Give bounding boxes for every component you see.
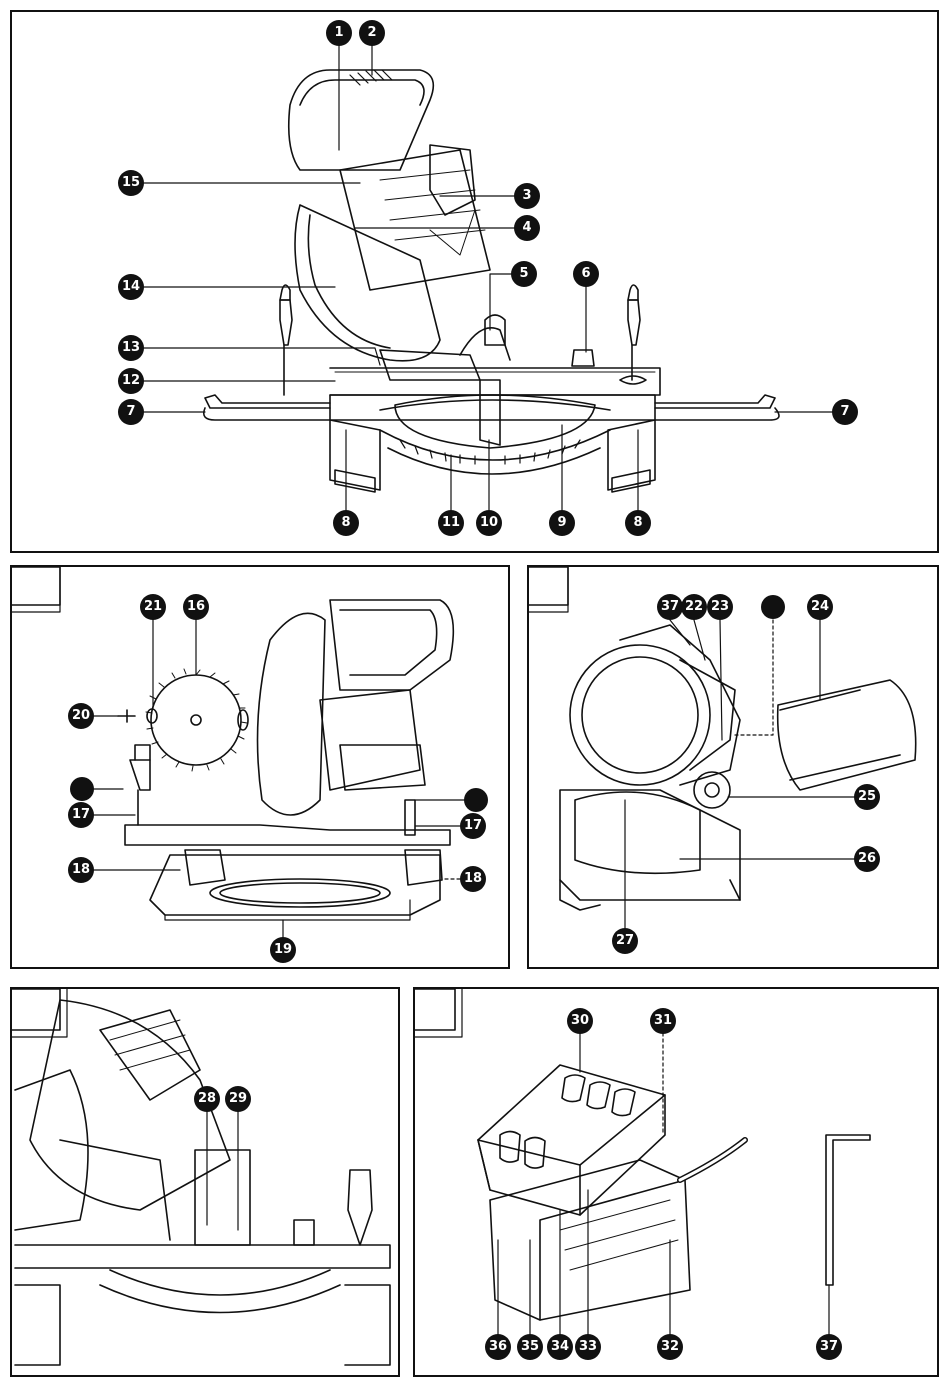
callout-19: 19 bbox=[270, 937, 296, 963]
callout-3: 3 bbox=[514, 183, 540, 209]
callout-26: 26 bbox=[854, 846, 880, 872]
callout-17-left: 17 bbox=[68, 802, 94, 828]
callout-37-hexkey: 37 bbox=[816, 1334, 842, 1360]
callout-17-right: 17 bbox=[460, 813, 486, 839]
callout-23: 23 bbox=[707, 594, 733, 620]
panel1-leaders bbox=[143, 45, 833, 510]
callout-14: 14 bbox=[118, 274, 144, 300]
callout-28: 28 bbox=[194, 1086, 220, 1112]
callout-18-right: 18 bbox=[460, 866, 486, 892]
callout-16: 16 bbox=[183, 594, 209, 620]
callout-35: 35 bbox=[517, 1334, 543, 1360]
reference-dot bbox=[70, 777, 94, 801]
callout-27: 27 bbox=[612, 928, 638, 954]
panel3-tab bbox=[529, 567, 568, 605]
callout-29: 29 bbox=[225, 1086, 251, 1112]
callout-31: 31 bbox=[650, 1008, 676, 1034]
callout-7-right: 7 bbox=[832, 399, 858, 425]
saw-main-drawing bbox=[204, 70, 779, 492]
callout-25: 25 bbox=[854, 784, 880, 810]
callout-15: 15 bbox=[118, 170, 144, 196]
panel2-leaders bbox=[91, 618, 465, 938]
callout-8-right: 8 bbox=[625, 510, 651, 536]
callout-36: 36 bbox=[485, 1334, 511, 1360]
callout-12: 12 bbox=[118, 368, 144, 394]
callout-9: 9 bbox=[549, 510, 575, 536]
callout-22: 22 bbox=[681, 594, 707, 620]
callout-13: 13 bbox=[118, 335, 144, 361]
callout-7-left: 7 bbox=[118, 399, 144, 425]
callout-4: 4 bbox=[514, 215, 540, 241]
callout-2: 2 bbox=[359, 20, 385, 46]
callout-24: 24 bbox=[807, 594, 833, 620]
callout-1: 1 bbox=[326, 20, 352, 46]
panel5-drawing bbox=[478, 1065, 870, 1320]
callout-11: 11 bbox=[438, 510, 464, 536]
callout-33: 33 bbox=[575, 1334, 601, 1360]
reference-dot bbox=[761, 595, 785, 619]
callout-32: 32 bbox=[657, 1334, 683, 1360]
callout-30: 30 bbox=[567, 1008, 593, 1034]
panel4-tab bbox=[12, 989, 60, 1030]
panel4-drawing bbox=[15, 1000, 390, 1365]
callout-34: 34 bbox=[547, 1334, 573, 1360]
callout-21: 21 bbox=[140, 594, 166, 620]
callout-37-side: 37 bbox=[657, 594, 683, 620]
panel2-tab bbox=[12, 567, 60, 605]
panel5-tab bbox=[415, 989, 455, 1030]
callout-8-left: 8 bbox=[333, 510, 359, 536]
callout-5: 5 bbox=[511, 261, 537, 287]
callout-18-left: 18 bbox=[68, 857, 94, 883]
reference-dot bbox=[464, 788, 488, 812]
callout-6: 6 bbox=[573, 261, 599, 287]
callout-20: 20 bbox=[68, 703, 94, 729]
panel2-drawing bbox=[118, 600, 453, 915]
callout-10: 10 bbox=[476, 510, 502, 536]
